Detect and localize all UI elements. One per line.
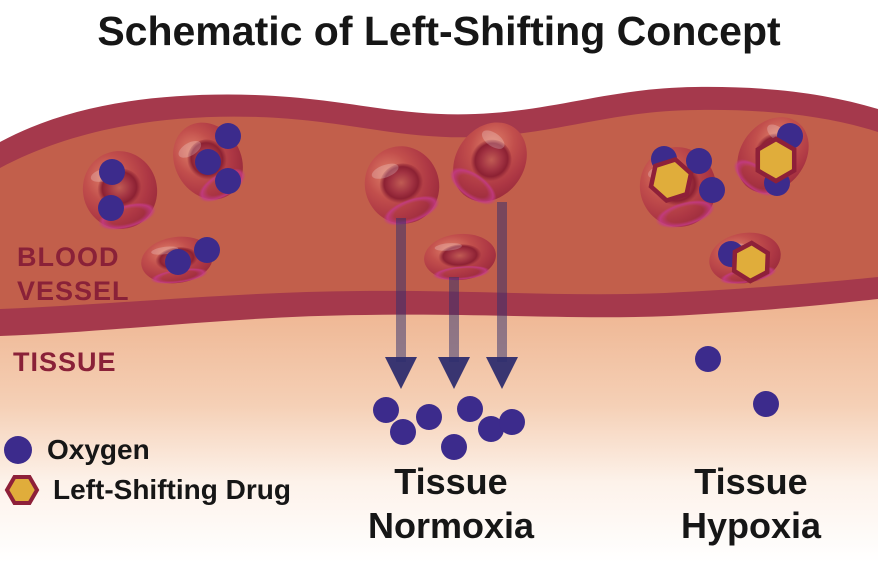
- drugs-layer: [648, 136, 797, 284]
- tissue-normoxia-label: Tissue Normoxia: [321, 460, 581, 548]
- legend-item-drug: Left-Shifting Drug: [2, 473, 291, 507]
- oxygen-dot: [373, 397, 399, 423]
- oxygen-icon: [4, 436, 32, 464]
- oxygen-dot: [441, 434, 467, 460]
- red-blood-cell: [364, 146, 440, 226]
- red-blood-cell: [424, 233, 496, 281]
- tissue-hypoxia-label: Tissue Hypoxia: [621, 460, 878, 548]
- figure-title: Schematic of Left-Shifting Concept: [97, 8, 781, 54]
- tissue-hypoxia-line1: Tissue: [694, 461, 808, 502]
- oxygen-dot: [499, 409, 525, 435]
- oxygen-dot: [215, 168, 241, 194]
- tissue-normoxia-line1: Tissue: [394, 461, 508, 502]
- drug-hexagon: [731, 240, 771, 284]
- blood-vessel-label: BLOOD VESSEL: [17, 240, 130, 308]
- blood-vessel-label-line2: VESSEL: [17, 276, 130, 306]
- tissue-hypoxia-line2: Hypoxia: [680, 505, 822, 546]
- oxygen-dot: [416, 404, 442, 430]
- oxygen-dot: [98, 195, 124, 221]
- arrows-layer: [385, 202, 518, 389]
- legend-item-oxygen: Oxygen: [2, 434, 291, 466]
- blood-vessel-label-line1: BLOOD: [17, 242, 120, 272]
- tissue-label: TISSUE: [13, 347, 117, 377]
- oxygen-dot: [753, 391, 779, 417]
- legend-drug-label: Left-Shifting Drug: [53, 474, 291, 505]
- oxygen-dot: [215, 123, 241, 149]
- oxygen-dot: [99, 159, 125, 185]
- legend-oxygen-label: Oxygen: [47, 434, 150, 465]
- oxygen-dot: [686, 148, 712, 174]
- drug-hexagon: [755, 136, 797, 184]
- drug-hexagon: [648, 156, 694, 204]
- legend: Oxygen Left-Shifting Drug: [2, 434, 291, 514]
- arrow-shaft: [449, 277, 459, 362]
- oxygen-dot: [478, 416, 504, 442]
- oxygen-dot: [194, 237, 220, 263]
- arrow-head: [486, 357, 518, 389]
- oxygen-release-arrow: [385, 218, 417, 389]
- oxygen-release-arrow: [438, 277, 470, 389]
- oxygen-dot: [695, 346, 721, 372]
- oxygen-dot: [457, 396, 483, 422]
- red-blood-cell: [449, 122, 527, 205]
- oxygen-dot: [165, 249, 191, 275]
- oxygen-dot: [195, 149, 221, 175]
- oxygen-dot: [390, 419, 416, 445]
- arrow-head: [385, 357, 417, 389]
- arrow-shaft: [497, 202, 507, 362]
- arrow-shaft: [396, 218, 406, 362]
- tissue-normoxia-line2: Normoxia: [367, 505, 535, 546]
- drug-hexagon-icon: [4, 475, 40, 505]
- oxygen-release-arrow: [486, 202, 518, 389]
- arrow-head: [438, 357, 470, 389]
- oxygen-dot: [699, 177, 725, 203]
